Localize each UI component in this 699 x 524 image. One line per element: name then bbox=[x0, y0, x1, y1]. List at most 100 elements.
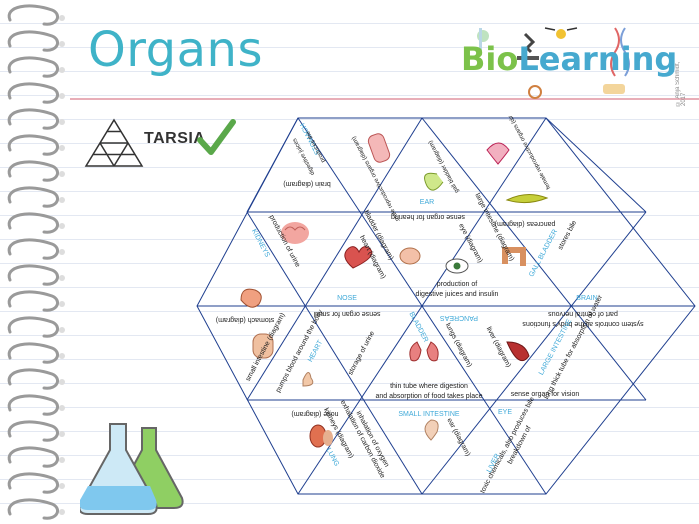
female-organs-diagram-icon bbox=[486, 142, 510, 165]
spiral-ring bbox=[7, 446, 60, 468]
binding-hole bbox=[59, 119, 65, 125]
brain-diagram-icon bbox=[281, 222, 309, 244]
stomach-diagram-icon bbox=[240, 288, 262, 308]
spiral-ring bbox=[7, 238, 60, 260]
copyright-note: © Anja Schmidt, 2017 bbox=[675, 61, 687, 106]
liver-diagram-icon bbox=[506, 341, 530, 362]
male-organs-diagram-icon bbox=[367, 133, 391, 163]
heart-diagram-icon bbox=[344, 246, 373, 269]
binding-hole bbox=[59, 41, 65, 47]
checkmark-icon bbox=[197, 119, 236, 155]
spiral-ring bbox=[7, 30, 60, 52]
tarsia-text-31: BLADDER bbox=[407, 311, 429, 343]
tarsia-text-18: digestive juices and insulin bbox=[416, 291, 499, 298]
binding-hole bbox=[59, 483, 65, 489]
binding-hole bbox=[59, 93, 65, 99]
tarsia-text-15: sense organ for smell bbox=[313, 310, 380, 317]
tarsia-text-8: female reproductive organs (diagram) bbox=[500, 116, 552, 190]
conical-flasks-icon bbox=[80, 423, 184, 515]
tarsia-text-24: part of central nervous bbox=[548, 310, 618, 317]
tarsia-text-14: NOSE bbox=[337, 295, 357, 302]
spiral-ring bbox=[7, 290, 60, 312]
lungs-diagram-icon bbox=[409, 341, 439, 362]
tarsia-text-34: and absorption of food takes place bbox=[375, 393, 482, 400]
tarsia-text-23: BRAIN bbox=[576, 295, 597, 302]
spiral-ring bbox=[7, 160, 60, 182]
spiral-ring bbox=[7, 316, 60, 338]
notebook-spiral-binding bbox=[7, 4, 65, 520]
spiral-ring bbox=[7, 394, 60, 416]
tarsia-text-0: brain (diagram) bbox=[283, 180, 330, 187]
tarsia-triangle-icon bbox=[84, 118, 144, 167]
small-intestine-diagram-icon bbox=[252, 333, 274, 359]
binding-hole bbox=[59, 327, 65, 333]
logo-wordmark: BioLearning bbox=[461, 40, 677, 78]
logo-bio-text: Bio bbox=[461, 40, 519, 78]
page-title: Organs bbox=[88, 22, 263, 78]
tarsia-text-9: pancreas (diagram) bbox=[495, 220, 556, 227]
tarsia-text-33: thin tube where digestion bbox=[390, 383, 468, 390]
binding-hole bbox=[59, 67, 65, 73]
spiral-ring bbox=[7, 342, 60, 364]
binding-hole bbox=[59, 405, 65, 411]
tarsia-text-16: eye (diagram) bbox=[457, 223, 483, 264]
binding-hole bbox=[59, 249, 65, 255]
tarsia-text-22: stores bile bbox=[557, 219, 578, 251]
spiral-ring bbox=[7, 134, 60, 156]
binding-hole bbox=[59, 223, 65, 229]
tarsia-text-28: HEART bbox=[307, 339, 325, 364]
spiral-ring bbox=[7, 186, 60, 208]
binding-hole bbox=[59, 171, 65, 177]
spiral-ring bbox=[7, 108, 60, 130]
eye-diagram-icon bbox=[445, 258, 469, 274]
tarsia-text-25: system controls all the body's functions bbox=[522, 320, 644, 327]
binding-hole bbox=[59, 15, 65, 21]
kidneys-diagram-icon bbox=[309, 424, 333, 448]
ear-diagram-icon bbox=[424, 419, 439, 441]
tarsia-text-39: nose (diagram) bbox=[291, 410, 338, 417]
binding-hole bbox=[59, 301, 65, 307]
binding-hole bbox=[59, 431, 65, 437]
tarsia-badge: TARSIA bbox=[84, 118, 244, 168]
tarsia-text-35: liver (diagram) bbox=[485, 326, 512, 369]
binding-hole bbox=[59, 145, 65, 151]
spiral-ring bbox=[7, 498, 60, 520]
tarsia-text-19: PANCREAS bbox=[440, 314, 478, 321]
spiral-ring bbox=[7, 264, 60, 286]
spiral-ring bbox=[7, 82, 60, 104]
tarsia-text-38: sense organ for vision bbox=[511, 391, 580, 398]
binding-hole bbox=[59, 379, 65, 385]
spiral-ring bbox=[7, 212, 60, 234]
binding-hole bbox=[59, 457, 65, 463]
large-intestine-diagram-icon bbox=[502, 247, 526, 266]
organ-illustrations bbox=[240, 133, 549, 448]
tarsia-text-5: EAR bbox=[420, 199, 434, 206]
binding-hole bbox=[59, 275, 65, 281]
tarsia-text-26: stomach (diagram) bbox=[216, 316, 274, 323]
spiral-ring bbox=[7, 472, 60, 494]
tarsia-text-44: SMALL INTESTINE bbox=[398, 411, 460, 418]
spiral-ring bbox=[7, 420, 60, 442]
binding-hole bbox=[59, 353, 65, 359]
pancreas-diagram-icon bbox=[505, 194, 549, 204]
logo-learning-text: Learning bbox=[518, 40, 678, 78]
bladder-diagram-icon bbox=[399, 247, 421, 265]
binding-hole bbox=[59, 197, 65, 203]
tarsia-label: TARSIA bbox=[144, 130, 206, 147]
spiral-ring bbox=[7, 4, 60, 26]
spiral-ring bbox=[7, 56, 60, 78]
gall-bladder-diagram-icon bbox=[424, 172, 444, 191]
lab-equipment-icon bbox=[477, 27, 630, 99]
nose-diagram-icon bbox=[302, 372, 314, 387]
header-rule bbox=[70, 98, 699, 100]
tarsia-text-7: sense organ for hearing bbox=[391, 213, 465, 220]
tarsia-text-30: storage of urine bbox=[347, 330, 376, 376]
spiral-ring bbox=[7, 368, 60, 390]
tarsia-text-46: EYE bbox=[498, 409, 512, 416]
tarsia-text-41: LUNG bbox=[325, 447, 340, 467]
tarsia-text-17: production of bbox=[437, 281, 478, 288]
biolearning-logo: BioLearning © Anja Schmidt, 2017 bbox=[455, 26, 691, 106]
binding-hole bbox=[59, 509, 65, 515]
